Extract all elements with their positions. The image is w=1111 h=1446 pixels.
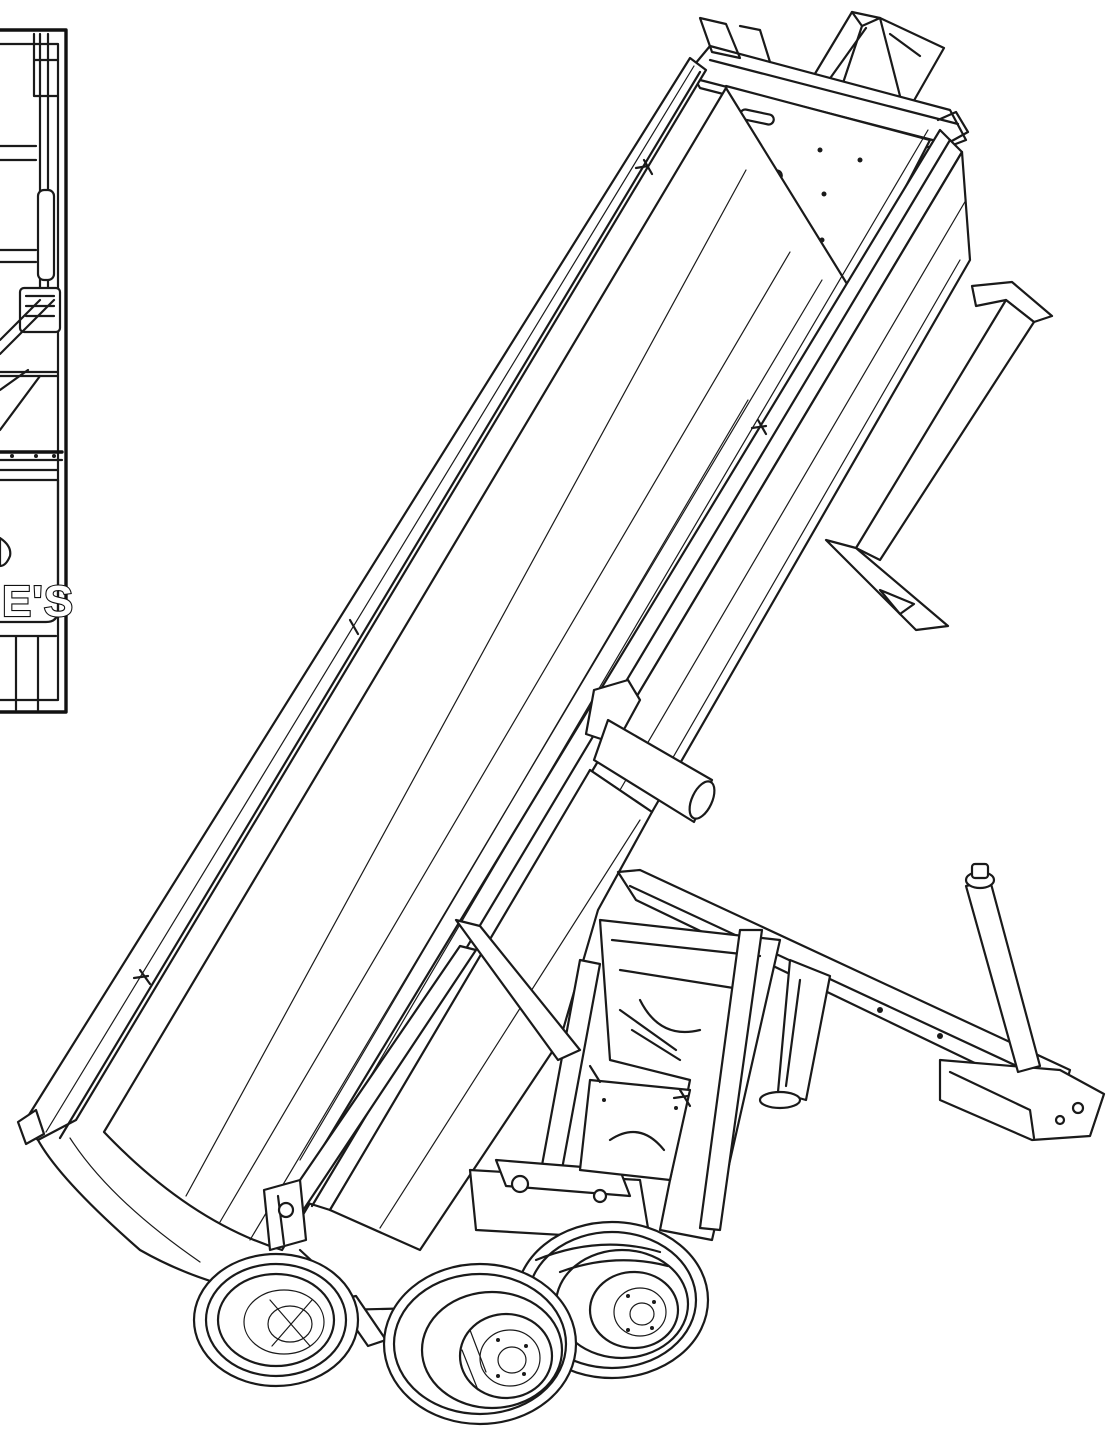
wheels (192, 1220, 710, 1426)
wheel-front-right (534, 1243, 670, 1274)
body-brace-arms (262, 918, 582, 1348)
tailgate-arm (824, 280, 1054, 632)
hoist-subframe (468, 918, 782, 1242)
body-side-bracket (584, 678, 716, 824)
trailer-frame (616, 862, 1106, 1142)
wheel-front-left (382, 1262, 578, 1426)
wheel-rear-left (192, 1252, 360, 1388)
inset-logo-text: E'S (2, 577, 74, 626)
truck-inset: E'S (0, 28, 74, 714)
